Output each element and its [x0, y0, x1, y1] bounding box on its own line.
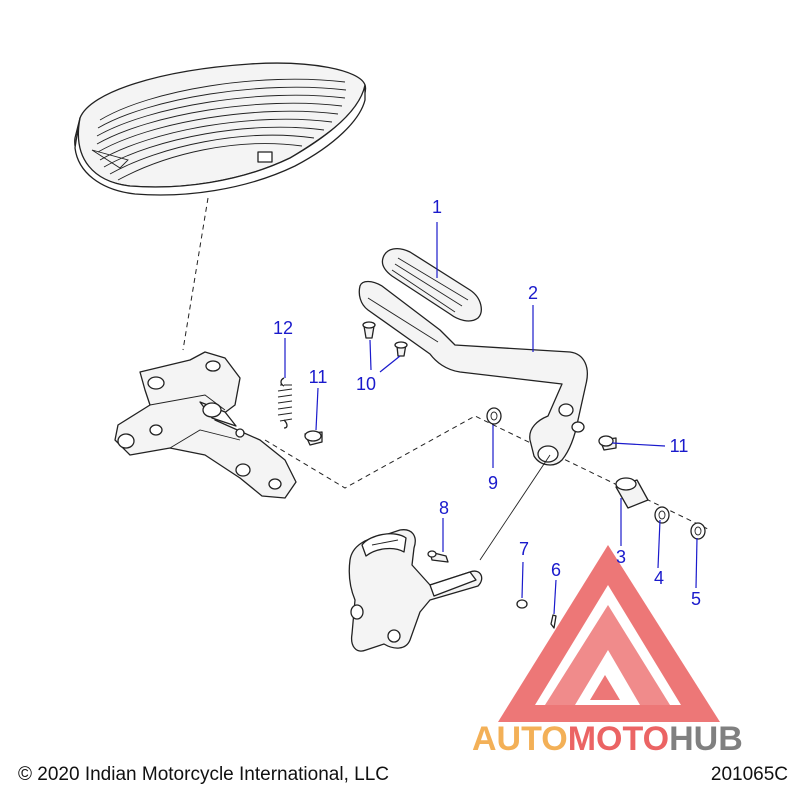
watermark-text-hub: HUB — [669, 720, 743, 758]
callout-4: 4 — [654, 568, 664, 588]
washer-4 — [654, 506, 670, 524]
callout-10: 10 — [356, 374, 376, 394]
callout-5: 5 — [691, 589, 701, 609]
callout-11-left: 11 — [309, 367, 328, 387]
callout-7: 7 — [519, 539, 529, 559]
watermark-text-moto: MOTO — [568, 720, 669, 758]
callout-6: 6 — [551, 560, 561, 580]
watermark-text-auto: AUTO — [472, 720, 568, 758]
return-spring — [277, 377, 293, 429]
screws — [362, 321, 408, 357]
bolt-11-left — [304, 430, 323, 446]
master-cylinder — [348, 529, 483, 652]
mounting-bracket — [114, 351, 297, 499]
callout-1: 1 — [432, 197, 442, 217]
callout-9: 9 — [488, 473, 498, 493]
callout-11-right: 11 — [670, 436, 689, 456]
callout-8: 8 — [439, 498, 449, 518]
leader-lines — [284, 222, 698, 615]
watermark-text: AUTOMOTOHUB — [472, 720, 743, 758]
diagram-id: 201065C — [710, 764, 788, 785]
floorboard — [74, 62, 367, 196]
callout-3: 3 — [616, 547, 626, 567]
watermark-logo — [498, 545, 720, 722]
callout-labels: 1 2 3 4 5 6 7 8 9 10 11 11 12 — [273, 197, 701, 609]
callout-2: 2 — [528, 283, 538, 303]
callout-12: 12 — [273, 318, 293, 338]
bushing — [615, 477, 649, 509]
cotter-pin — [550, 614, 557, 629]
brake-pedal-pad — [381, 247, 482, 322]
washer-9 — [486, 407, 502, 425]
washer-7 — [516, 599, 528, 609]
bolt-11-right — [598, 435, 617, 451]
copyright-text: © 2020 Indian Motorcycle International, … — [18, 764, 389, 785]
washer-5 — [690, 522, 706, 540]
brake-pedal-arm — [358, 280, 588, 466]
